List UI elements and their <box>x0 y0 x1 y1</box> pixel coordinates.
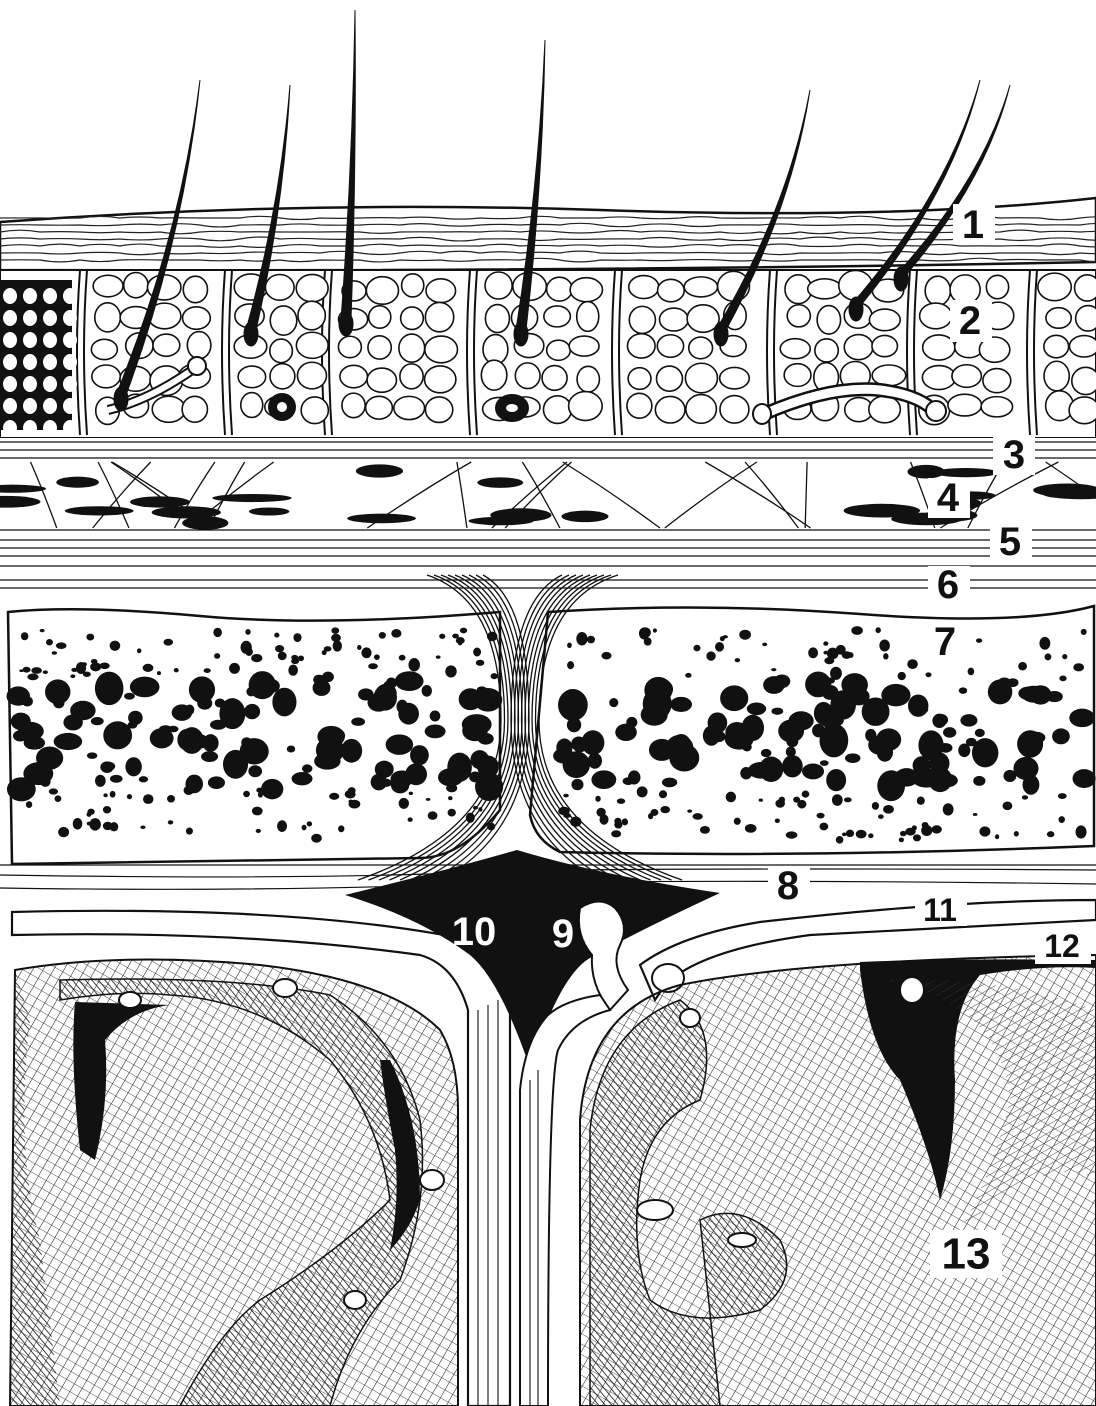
subcutaneous-fat-layer <box>0 269 1096 439</box>
svg-text:7: 7 <box>934 620 956 664</box>
label-3: 3 <box>993 433 1035 477</box>
svg-text:12: 12 <box>1044 928 1080 964</box>
label-7: 7 <box>925 620 967 664</box>
dark-fat-lobule <box>0 280 77 436</box>
svg-text:6: 6 <box>937 563 959 607</box>
brain-left-hemisphere <box>8 958 459 1406</box>
svg-text:1: 1 <box>962 203 984 247</box>
dura-and-sinus <box>10 850 1096 1406</box>
label-10: 10 <box>452 910 497 954</box>
svg-text:2: 2 <box>959 299 981 343</box>
svg-text:5: 5 <box>999 520 1021 564</box>
falx-cerebri <box>519 993 612 1406</box>
svg-text:3: 3 <box>1003 433 1025 477</box>
galea-aponeurotica <box>0 438 1096 570</box>
skull-plate-left <box>6 608 502 866</box>
svg-text:9: 9 <box>552 912 574 956</box>
label-13: 13 <box>930 1230 1002 1279</box>
label-12: 12 <box>1035 928 1091 964</box>
sagittal-suture <box>357 574 683 881</box>
svg-text:10: 10 <box>452 910 497 954</box>
svg-text:4: 4 <box>937 476 960 520</box>
arachnoid-granulation <box>577 900 630 1012</box>
label-1: 1 <box>953 203 995 247</box>
skull-plate-right <box>528 604 1096 856</box>
label-8: 8 <box>768 864 810 908</box>
label-9: 9 <box>552 912 574 956</box>
superior-sagittal-sinus <box>345 850 720 1068</box>
label-6: 6 <box>928 563 970 607</box>
svg-text:13: 13 <box>942 1230 991 1279</box>
svg-text:11: 11 <box>923 892 957 928</box>
skull-bone <box>0 574 1096 900</box>
label-11: 11 <box>915 892 967 928</box>
svg-text:8: 8 <box>777 864 799 908</box>
hairs <box>113 9 1011 412</box>
label-2: 2 <box>950 299 992 343</box>
brain-right-hemisphere <box>579 953 1096 1406</box>
label-4: 4 <box>928 476 970 520</box>
label-5: 5 <box>990 520 1032 564</box>
